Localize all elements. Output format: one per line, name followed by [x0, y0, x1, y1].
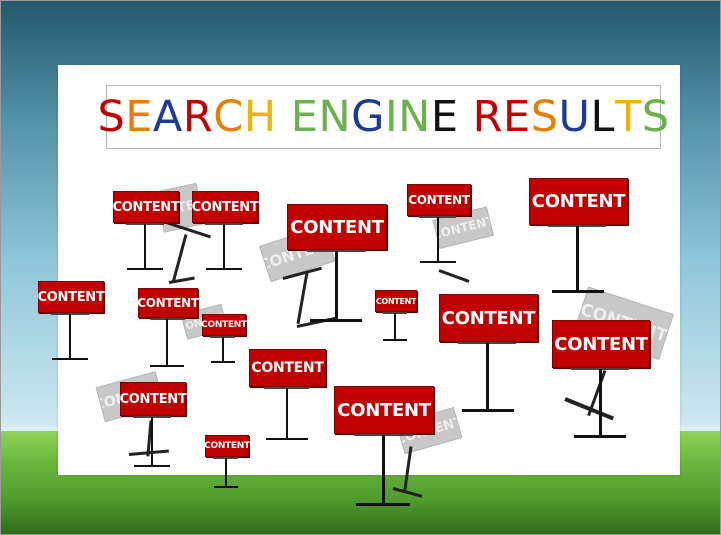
content-sign-label: CONTENT	[204, 435, 250, 457]
sign-pole	[286, 388, 288, 438]
content-sign: CONTENT	[38, 281, 105, 363]
title-letter: A	[152, 91, 183, 142]
sign-base	[420, 261, 456, 263]
content-sign-label: CONTENT	[287, 204, 387, 250]
title-letter: C	[213, 91, 244, 142]
title-letter: E	[430, 91, 459, 142]
content-sign: CONTENT	[287, 204, 387, 324]
content-sign: CONTENT	[552, 320, 650, 440]
sign-pole	[394, 313, 396, 339]
title-letter: E	[503, 91, 531, 142]
content-sign: CONTENT	[204, 435, 250, 491]
sign-pole	[166, 319, 168, 365]
title-letter: E	[290, 91, 319, 142]
content-sign-label: CONTENT	[113, 191, 180, 223]
content-sign: CONTENT	[137, 288, 199, 370]
content-sign: CONTENT	[192, 191, 259, 273]
sign-pole	[151, 417, 153, 465]
content-sign-label: CONTENT	[201, 314, 247, 336]
sign-pole	[599, 369, 602, 435]
sign-base	[356, 503, 410, 506]
sign-pole	[222, 337, 224, 361]
sign-base	[150, 365, 184, 367]
content-sign-label: CONTENT	[334, 386, 434, 434]
sign-pole	[225, 458, 227, 486]
content-sign-label: CONTENT	[529, 178, 628, 225]
content-sign: CONTENT	[334, 386, 434, 508]
sign-base	[127, 268, 163, 270]
title-letter: L	[590, 91, 615, 142]
title-letter	[458, 96, 472, 139]
content-sign-label: CONTENT	[407, 184, 471, 216]
sign-base	[383, 339, 407, 341]
page-title: SEARCH ENGINE RESULTS	[97, 91, 670, 142]
content-sign: CONTENT	[375, 290, 417, 344]
sign-pole	[144, 224, 146, 268]
sign-base	[211, 361, 235, 363]
content-sign-label: CONTENT	[120, 382, 187, 416]
content-sign: CONTENT	[201, 314, 247, 366]
content-sign-label: CONTENT	[439, 294, 538, 342]
title-letter: T	[614, 91, 642, 142]
sign-base	[52, 358, 88, 360]
sign-base	[266, 438, 308, 440]
sign-base	[552, 290, 604, 293]
title-letter: R	[472, 91, 504, 142]
sign-base	[206, 268, 242, 270]
sign-pole	[335, 251, 338, 319]
content-sign: CONTENT	[249, 349, 326, 443]
sign-pole	[486, 343, 489, 409]
content-sign: CONTENT	[439, 294, 538, 414]
title-frame: SEARCH ENGINE RESULTS	[97, 85, 669, 149]
title-letter: N	[318, 91, 352, 142]
content-sign: CONTENT	[407, 184, 471, 266]
sign-pole	[69, 314, 71, 358]
title-letter: S	[641, 91, 670, 142]
title-letter: S	[97, 91, 126, 142]
title-letter: N	[398, 91, 431, 142]
sign-pole	[576, 226, 579, 290]
title-letter: S	[530, 91, 559, 142]
content-sign-label: CONTENT	[38, 281, 105, 313]
content-sign-label: CONTENT	[375, 290, 417, 312]
title-letter: I	[384, 91, 399, 142]
title-letter: E	[125, 91, 153, 142]
content-sign-label: CONTENT	[552, 320, 650, 368]
sign-pole	[382, 435, 385, 503]
title-letter	[277, 96, 291, 139]
sign-pole	[223, 224, 225, 268]
content-sign-label: CONTENT	[137, 288, 199, 318]
content-sign-label: CONTENT	[192, 191, 259, 223]
title-letter: H	[243, 91, 277, 142]
title-letter: R	[182, 91, 214, 142]
content-sign: CONTENT	[113, 191, 180, 273]
content-sign: CONTENT	[529, 178, 628, 295]
sign-pole	[437, 217, 439, 261]
title-letter: U	[558, 91, 591, 142]
sign-base	[462, 409, 514, 412]
sign-base	[214, 486, 238, 488]
content-sign: CONTENT	[120, 382, 187, 470]
content-sign-label: CONTENT	[249, 349, 326, 387]
sign-base	[574, 435, 626, 438]
sign-base	[134, 465, 170, 467]
title-letter: G	[351, 91, 385, 142]
sign-base	[310, 319, 362, 322]
